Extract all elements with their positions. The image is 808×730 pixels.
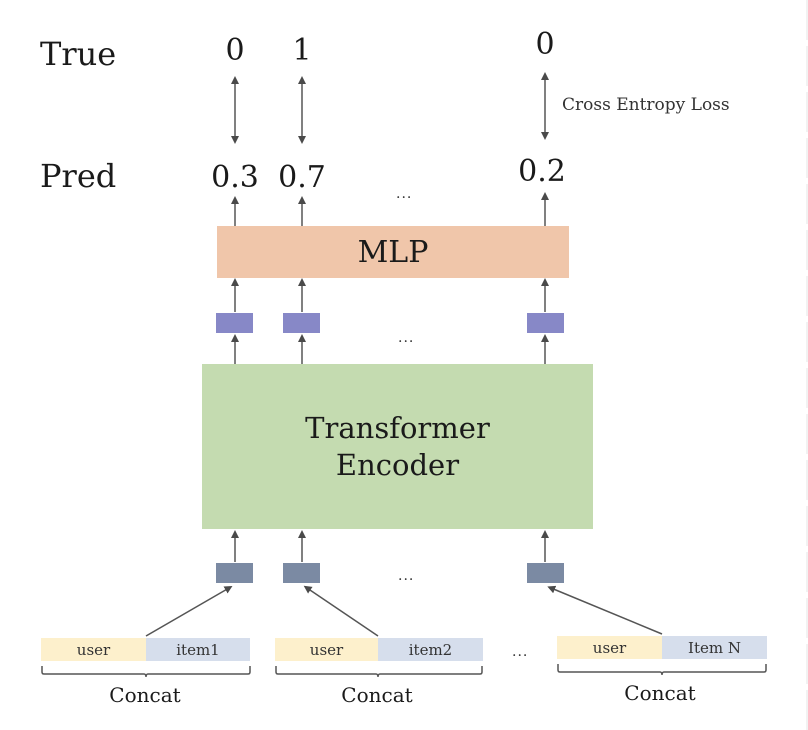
input-1-item: item1 (146, 638, 250, 661)
concat-brace-n (557, 664, 767, 676)
pred-value-n: 0.2 (518, 154, 566, 189)
input-embedding-2 (283, 563, 320, 583)
mlp-block: MLP (217, 226, 569, 278)
output-embedding-n (527, 313, 564, 333)
output-embedding-1 (216, 313, 253, 333)
input-n-user: user (557, 636, 662, 659)
encoder-label-line2: Encoder (335, 447, 460, 482)
input-1-user: user (41, 638, 146, 661)
loss-label: Cross Entropy Loss (562, 95, 730, 115)
true-row-label: True (40, 35, 117, 73)
input-2-user: user (275, 638, 378, 661)
encoder-label-line1: Transformer (305, 411, 490, 446)
input-embedding-1 (216, 563, 253, 583)
pred-ellipsis: ... (396, 186, 413, 202)
pred-value-1: 0.3 (211, 160, 259, 195)
true-value-2: 1 (292, 33, 312, 68)
concat-brace-1 (41, 666, 251, 678)
concat-brace-2 (275, 666, 483, 678)
true-value-n: 0 (535, 27, 555, 62)
input-embedding-n (527, 563, 564, 583)
output-embedding-2 (283, 313, 320, 333)
input-embedding-ellipsis: ... (398, 568, 415, 584)
pred-value-2: 0.7 (278, 160, 326, 195)
input-n-item: Item N (662, 636, 767, 659)
input-2-item: item2 (378, 638, 483, 661)
concat-to-emb-arrow-n (547, 585, 663, 635)
page-edge-divider (806, 0, 808, 730)
pred-row-label: Pred (40, 157, 117, 195)
concat-to-emb-arrow-2 (303, 585, 379, 637)
concat-label-n: Concat (624, 681, 696, 705)
mlp-label: MLP (357, 234, 429, 270)
true-value-1: 0 (225, 33, 245, 68)
input-ellipsis: ... (512, 644, 529, 660)
concat-label-2: Concat (341, 683, 413, 707)
concat-label-1: Concat (109, 683, 181, 707)
embedding-ellipsis: ... (398, 330, 415, 346)
transformer-encoder-block: Transformer Encoder (202, 364, 593, 529)
concat-to-emb-arrow-1 (145, 585, 233, 637)
